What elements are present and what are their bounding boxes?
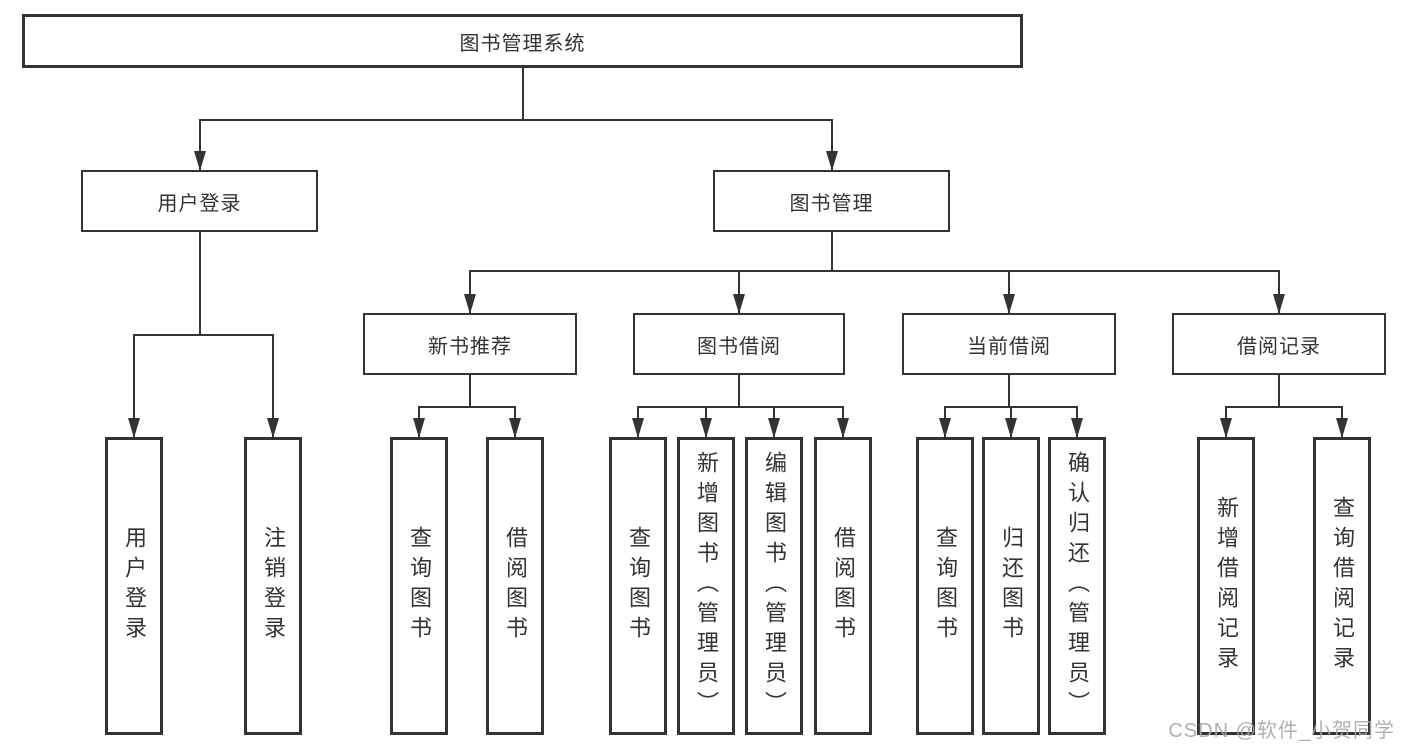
node-label: 借阅记录: [1237, 335, 1321, 358]
node-label: 图书管理系统: [459, 32, 586, 55]
node-label: 查询图书: [407, 526, 432, 646]
node-label: 新增图书（管理员）: [694, 451, 719, 721]
node-label: 查询图书: [626, 526, 651, 646]
node-label: 查询借阅记录: [1330, 496, 1355, 676]
node-new-book-recommend: 新书推荐: [363, 313, 577, 375]
node-label: 借阅图书: [503, 526, 528, 646]
node-library-system: 图书管理系统: [22, 14, 1023, 68]
node-leaf-logout: 注销登录: [244, 437, 302, 735]
node-label: 查询图书: [933, 526, 958, 646]
node-book-management: 图书管理: [713, 170, 950, 232]
node-leaf-borrow-books: 借阅图书: [814, 437, 872, 735]
node-leaf-add-borrow-record: 新增借阅记录: [1197, 437, 1255, 735]
node-label: 当前借阅: [967, 335, 1051, 358]
node-leaf-add-book-admin: 新增图书（管理员）: [677, 437, 735, 735]
node-leaf-return-book: 归还图书: [982, 437, 1040, 735]
node-label: 确认归还（管理员）: [1065, 451, 1090, 721]
watermark-text: CSDN @软件_小贺同学: [1168, 720, 1395, 742]
node-user-login: 用户登录: [81, 170, 318, 232]
node-leaf-query-books-current: 查询图书: [916, 437, 974, 735]
node-leaf-confirm-return-admin: 确认归还（管理员）: [1048, 437, 1106, 735]
node-label: 新书推荐: [428, 335, 512, 358]
node-label: 归还图书: [999, 526, 1024, 646]
node-label: 图书借阅: [697, 335, 781, 358]
node-label: 编辑图书（管理员）: [762, 451, 787, 721]
node-label: 注销登录: [261, 526, 286, 646]
node-label: 图书管理: [789, 192, 874, 215]
node-label: 新增借阅记录: [1214, 496, 1239, 676]
node-leaf-query-books-recommend: 查询图书: [390, 437, 448, 735]
node-leaf-edit-book-admin: 编辑图书（管理员）: [745, 437, 803, 735]
node-book-borrowing: 图书借阅: [633, 313, 845, 375]
node-label: 借阅图书: [831, 526, 856, 646]
node-leaf-user-login: 用户登录: [105, 437, 163, 735]
node-label: 用户登录: [157, 192, 242, 215]
node-borrowing-records: 借阅记录: [1172, 313, 1386, 375]
node-current-borrowing: 当前借阅: [902, 313, 1116, 375]
node-leaf-borrow-books-recommend: 借阅图书: [486, 437, 544, 735]
node-leaf-query-borrow-record: 查询借阅记录: [1313, 437, 1371, 735]
node-label: 用户登录: [122, 526, 147, 646]
node-leaf-query-books-borrowing: 查询图书: [609, 437, 667, 735]
